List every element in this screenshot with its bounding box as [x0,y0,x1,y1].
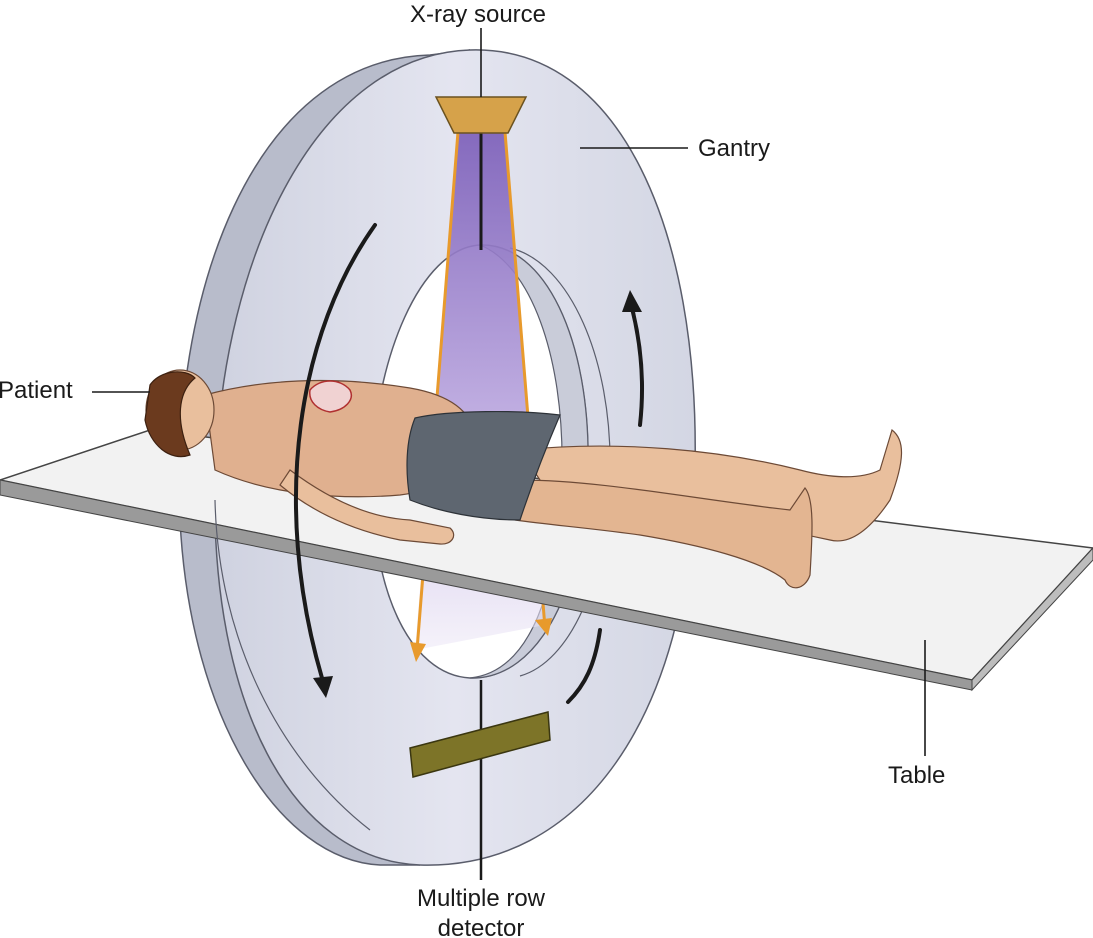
patient-arm [279,469,455,545]
detector [409,680,551,880]
patient-shorts [406,410,561,521]
rotation-arrowhead-left [313,676,333,698]
beam-arrowhead-right [535,618,552,636]
table [0,429,1093,692]
label-detector-line1: Multiple row [417,885,546,912]
beam-arrowhead-left [410,642,426,662]
rotation-arrowhead-right [622,290,642,312]
label-detector-line2: detector [438,915,525,938]
rotation-arrow-right-upper-arc [630,306,645,427]
label-gantry: Gantry [698,135,770,162]
leader-lines [92,28,926,756]
xray-source-block [434,96,528,134]
gantry-front-lower [214,499,371,831]
patient-legs-near [514,479,813,589]
label-table: Table [888,762,945,789]
patient-heart-graphic [309,380,352,413]
patient-hair [144,371,196,458]
rotation-arrow-right-lower-arc [566,628,602,704]
rotation-arrow-icon [293,223,645,704]
label-patient: Patient [0,377,73,404]
label-xray-source: X-ray source [410,1,546,28]
detector-block [409,711,551,778]
patient-figure [144,369,903,589]
table-edge-right [971,547,1093,692]
rotation-arrow-left-arc [293,223,377,680]
